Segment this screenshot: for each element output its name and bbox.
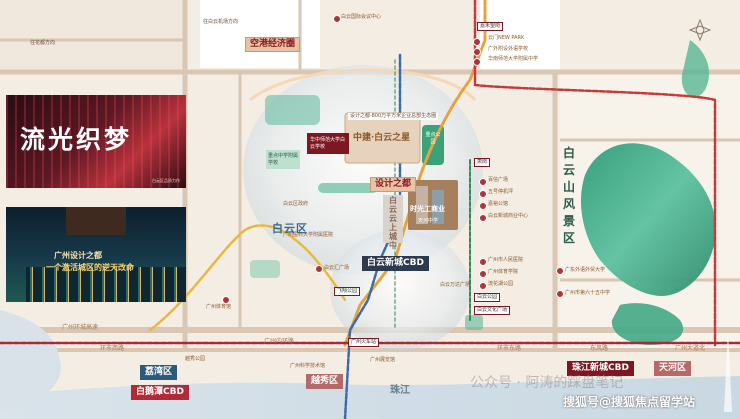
baietan-cbd-label: 白鹅潭CBD — [131, 385, 189, 400]
poi-school-b: 华南师范大学附属中学 — [488, 56, 539, 62]
station-baiyun-cultural-square: 白云文化广场 — [474, 306, 511, 315]
dongfeng-label: 东风路 — [590, 345, 609, 352]
project-tower-text: 白云云上城中 — [389, 196, 397, 250]
promo-poster-2: 广州设计之都 一个激活城区的逆天改命 — [6, 207, 186, 302]
wechat-watermark: 公众号 · 阿涛的踩盘笔记 — [470, 375, 624, 391]
poi-mall-e: 白云新城商业中心 — [488, 213, 529, 219]
school2-label: 重点中学附属学校 — [266, 150, 300, 169]
poster1-title: 流光织梦 — [20, 125, 133, 154]
promo-poster-1: 流光织梦 白云区品质力作 — [6, 95, 186, 188]
poi-mall-a: 百信广场 — [488, 177, 509, 183]
poi-school-a: 广外附设外语学校 — [488, 46, 529, 52]
pearl-river-label: 珠江 — [390, 385, 410, 396]
baiyun-mountain-label: 白云山风景区 — [563, 146, 576, 245]
compass-icon — [688, 18, 712, 42]
poi-mall-d: 嘉裕公馆 — [488, 201, 509, 207]
poi-school-d: 广州市第六十五中学 — [565, 290, 611, 296]
poi-yuexiu-park: 越秀公园 — [185, 356, 206, 362]
school-label: 华中师范大学白云学校 — [307, 133, 349, 154]
poster2-line1: 广州设计之都 — [54, 251, 102, 260]
station-feixiang-park: 飞翔公园 — [334, 287, 361, 296]
baiyun-district-label: 白云区 — [272, 222, 308, 235]
yuexiu-label: 越秀区 — [306, 374, 344, 389]
garden-label: 重点公园 — [425, 132, 441, 145]
project-name: 中建·白云之星 — [353, 133, 411, 143]
station-xiaoping: 萧岗 — [474, 158, 491, 167]
baiyun-new-city-cbd-label: 白云新城CBD — [362, 256, 429, 271]
poi-baiyun-wanda: 白云万达广场 — [440, 282, 471, 288]
poi-school-c: 广东外语外贸大学 — [565, 267, 606, 273]
baiyun-mountain-area — [580, 143, 716, 296]
poi-park-b: 流花湖公园 — [488, 281, 514, 287]
outer-ring-label: 广州环城高速 — [62, 324, 99, 331]
huanshi-west-label: 环市西路 — [100, 345, 125, 352]
poi-exhibition: 广州展览馆 — [370, 357, 396, 363]
poi-baiyun-intl: 白云国际会议中心 — [341, 14, 382, 20]
airport-economic-zone-label: 空港经济圈 — [245, 37, 301, 52]
poi-misc-a: 广州科学技术馆 — [290, 363, 326, 369]
first-view-sign: 时光工商业 — [410, 205, 445, 213]
to-airport-label: 往白云机场方向 — [203, 19, 239, 25]
liwan-label: 荔湾区 — [140, 365, 178, 380]
sohu-watermark: 搜狐号@搜狐焦点留学站 — [563, 395, 696, 409]
guangzhou-avenue-label: 广州大道北 — [675, 345, 706, 352]
tianhe-label: 天河区 — [654, 361, 692, 376]
poi-gz-sports: 广州体育馆 — [206, 304, 232, 310]
poi-mall-f: 广州市人民医院 — [488, 257, 524, 263]
poi-baiyun-govt: 白云区政府 — [283, 201, 309, 207]
canton-tower-icon — [724, 330, 732, 412]
project-slogan: 设计之都·800万平方米企业总部生态圈 — [348, 113, 439, 120]
poster1-small: 白云区品质力作 — [152, 178, 180, 183]
to-huadu-label: 往花都方向 — [30, 40, 56, 46]
zhujiang-new-town-cbd-label: 珠江新城CBD — [567, 361, 634, 376]
poi-renmin-hospital: 广州医科大学附属医院 — [283, 232, 334, 238]
station-jiahe-wanggang: 嘉禾望岗 — [477, 22, 504, 31]
metro-line-red — [473, 0, 717, 347]
huanshi-east-label: 环市东路 — [497, 345, 522, 352]
inner-ring-label: 广州内环路 — [264, 338, 295, 345]
station-guangzhou: 广州火车站 — [348, 338, 380, 347]
station-baiyun-park: 白云公园 — [474, 293, 501, 302]
poi-mall-b: 五号停机坪 — [488, 189, 514, 195]
poi-huayin: 白云汇广场 — [324, 265, 350, 271]
poi-mall-c: 云门NEW PARK — [488, 35, 525, 41]
tianhe-tag: 天河中学 — [418, 218, 439, 224]
poi-mall-g: 广州体育学院 — [488, 269, 519, 275]
poster2-line2: 一个激活城区的逆天改命 — [46, 263, 134, 272]
design-capital-label: 设计之都 — [370, 177, 417, 192]
